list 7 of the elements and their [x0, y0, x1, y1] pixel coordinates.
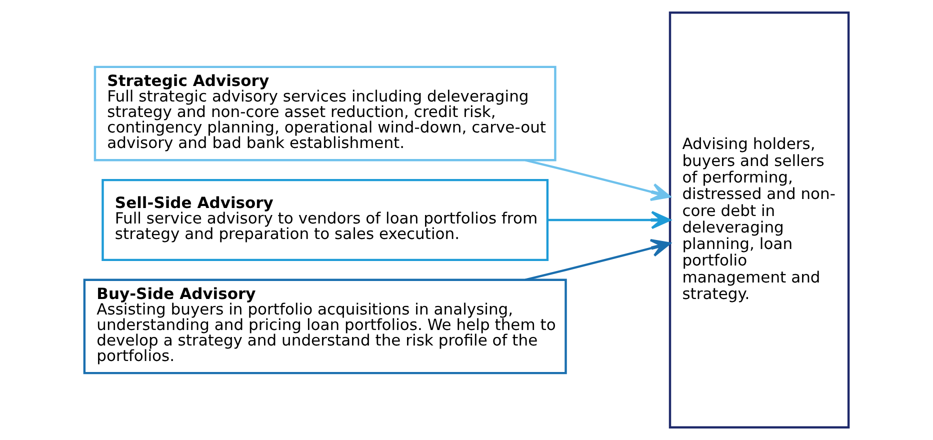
- node-box: Sell-Side Advisory Full service advisory to vendors of loan portfolios from strategy and preparation to sales execution.: [102, 178, 549, 262]
- node-box: Buy-Side Advisory Assisting buyers in portfolio acquisitions in analysing, understanding and pricing loan portfolios. We help them to develop a strategy and understand the risk profile of the portfolios.: [83, 278, 567, 374]
- node-box: Strategic Advisory Full strategic advisory services including deleveraging strategy and non-core asset reduction, credit risk, contingency planning, operational wind-down, carve-out advisory and bad bank establishment.: [94, 66, 556, 162]
- node-box: Advising holders, buyers and sellers of performing, distressed and non-core debt in deleveraging planning, loan portfolio management and strategy.: [668, 12, 850, 428]
- arrow: [548, 210, 671, 230]
- arrow: [525, 239, 671, 281]
- arrow: [525, 159, 671, 201]
